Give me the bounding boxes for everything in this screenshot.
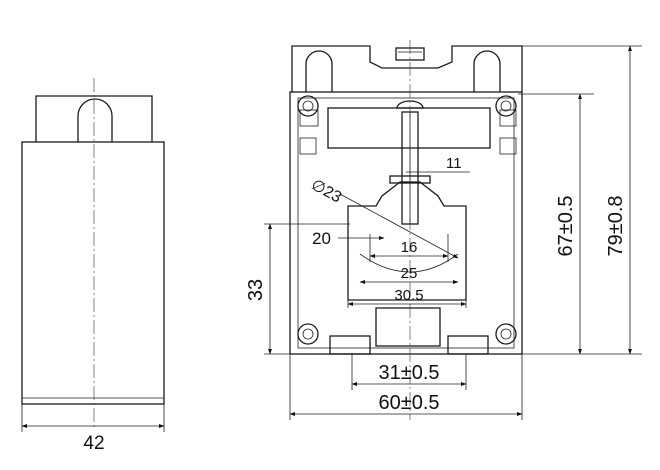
mid-left-pad (299, 137, 317, 155)
dim-label-dia-23: ∅23 (308, 177, 344, 207)
side-view-body (21, 141, 165, 405)
front-view: 11 ∅23 20 16 25 30.5 33 67±0.5 (245, 40, 642, 420)
screw-bottom-right (495, 323, 517, 345)
dim-line-dia-23 (339, 193, 459, 259)
upper-left-pad (299, 109, 319, 127)
dim-label-16: 16 (401, 239, 418, 256)
dim-label-30-5: 30.5 (394, 287, 423, 304)
dim-label-31: 31±0.5 (378, 362, 439, 384)
upper-right-pad (499, 109, 517, 127)
dim-label-60: 60±0.5 (378, 392, 439, 414)
terminal-bar (327, 107, 491, 149)
dim-label-67: 67±0.5 (555, 195, 577, 256)
left-ear-slot (305, 50, 333, 92)
screw-bottom-left (297, 323, 319, 345)
side-view-terminal-slot (77, 98, 113, 142)
screw-top-left (297, 95, 319, 117)
bottom-right-foot (447, 335, 489, 355)
housing-inner-frame (297, 97, 515, 349)
bottom-left-foot (329, 335, 371, 355)
mid-right-pad (499, 137, 517, 155)
screw-top-right (495, 95, 517, 117)
housing-body (289, 91, 523, 355)
dim-label-25: 25 (401, 265, 418, 282)
dim-label-11: 11 (446, 155, 462, 172)
bottom-bracket (375, 307, 441, 347)
dim-label-42: 42 (83, 433, 104, 454)
dim-label-20: 20 (312, 229, 331, 248)
side-view: 42 (21, 78, 165, 454)
primary-window (347, 181, 467, 301)
dim-label-33: 33 (245, 279, 267, 301)
dim-label-79: 79±0.8 (605, 195, 627, 256)
right-ear-slot (473, 50, 501, 92)
